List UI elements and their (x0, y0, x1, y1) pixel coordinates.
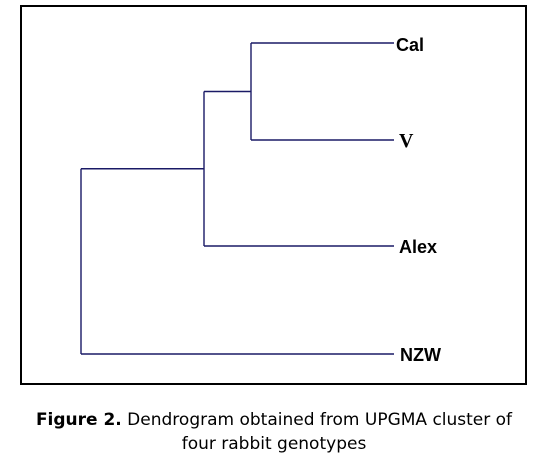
dendrogram-branches (80, 42, 394, 355)
leaf-label-nzw: NZW (400, 345, 441, 365)
leaf-label-alex: Alex (399, 237, 437, 257)
dendrogram: Cal V Alex NZW (80, 35, 441, 365)
caption-label: Figure 2. (35, 410, 122, 430)
caption-text-1: Dendrogram obtained from UPGMA cluster o… (121, 410, 513, 430)
leaf-label-cal: Cal (396, 35, 424, 55)
leaf-label-v: V (399, 130, 414, 152)
figure-frame: Cal V Alex NZW (20, 5, 527, 385)
caption-line-2: four rabbit genotypes (181, 434, 367, 454)
caption-line-1: Figure 2. Dendrogram obtained from UPGMA… (0, 408, 548, 432)
figure-caption: Figure 2. Dendrogram obtained from UPGMA… (0, 408, 548, 456)
